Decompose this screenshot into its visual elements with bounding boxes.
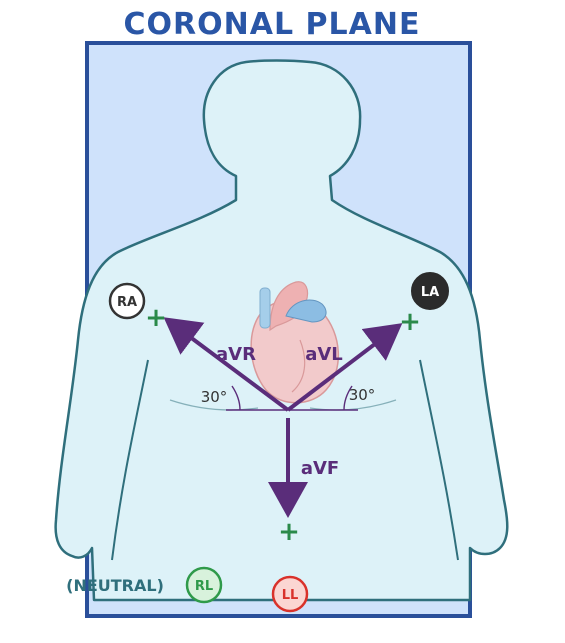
- avf-label: aVF: [301, 458, 339, 479]
- neutral-label: (NEUTRAL): [66, 576, 164, 595]
- angle-arc-right: [343, 385, 353, 411]
- avr-label: aVR: [216, 344, 256, 365]
- avr-positive-sign: +: [145, 303, 167, 333]
- ll-electrode: LL: [271, 575, 309, 613]
- avr-arrow: [163, 317, 290, 412]
- avl-positive-sign: +: [399, 307, 421, 337]
- ra-electrode-label: RA: [117, 295, 137, 310]
- diagram-title: CORONAL PLANE: [124, 7, 421, 42]
- avl-label: aVL: [305, 344, 343, 365]
- avl-arrow: [286, 323, 403, 412]
- left-arm-inner-line: [419, 359, 459, 561]
- la-electrode-label: LA: [421, 285, 439, 300]
- ra-electrode: RA: [108, 282, 146, 320]
- angle-arc-left: [231, 385, 241, 411]
- chest-line-right: [169, 399, 259, 411]
- la-electrode: LA: [411, 272, 449, 310]
- rl-electrode: RL: [185, 566, 223, 604]
- rl-electrode-label: RL: [195, 579, 213, 594]
- angle-label-left: 30°: [201, 388, 228, 406]
- heart-illustration: [250, 281, 339, 404]
- ll-electrode-label: LL: [282, 588, 299, 603]
- angle-label-right: 30°: [349, 386, 376, 404]
- right-arm-inner-line: [111, 359, 149, 561]
- avf-positive-sign: +: [278, 517, 300, 547]
